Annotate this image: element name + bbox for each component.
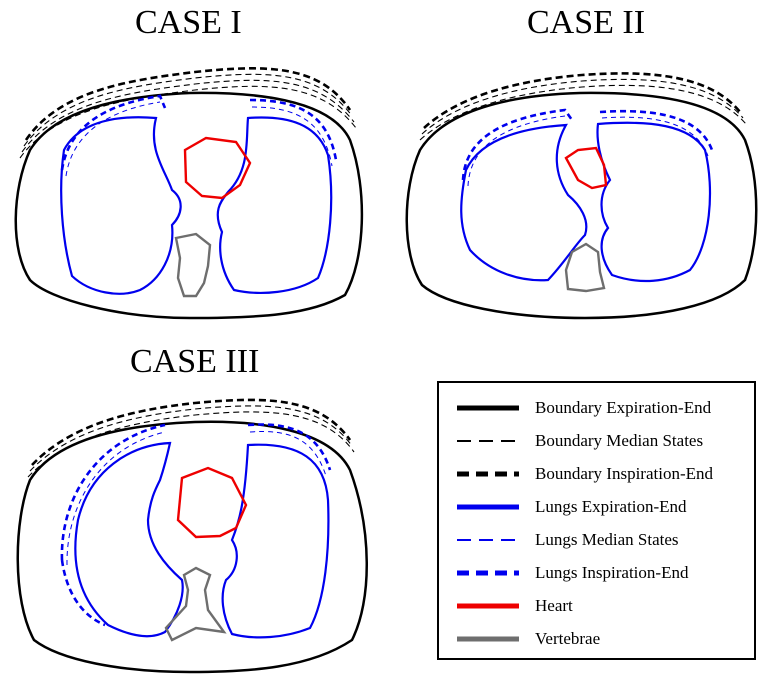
- case-2-boundary-median-1: [422, 79, 743, 134]
- legend-label: Lungs Expiration-End: [535, 497, 687, 517]
- case-3-boundary-median-1: [30, 406, 352, 471]
- legend-label: Lungs Inspiration-End: [535, 563, 688, 583]
- case-2-lung-left: [461, 125, 586, 280]
- case-2-heart: [566, 148, 606, 188]
- legend-label: Boundary Median States: [535, 431, 703, 451]
- case-1-lung-right-median: [252, 107, 332, 166]
- case-1-lung-right: [218, 117, 331, 292]
- case-1-boundary-expiration: [16, 93, 362, 318]
- case-3-lung-right: [223, 445, 329, 638]
- legend-item: Boundary Inspiration-End: [457, 463, 713, 485]
- legend-item: Vertebrae: [457, 628, 600, 650]
- case-2-boundary-inspiration: [424, 73, 740, 128]
- legend-item: Lungs Expiration-End: [457, 496, 687, 518]
- legend-item: Lungs Inspiration-End: [457, 562, 688, 584]
- legend-label: Boundary Inspiration-End: [535, 464, 713, 484]
- legend-swatch-boundary-expiration: [457, 403, 519, 413]
- legend-label: Vertebrae: [535, 629, 600, 649]
- legend-swatch-lungs-expiration: [457, 502, 519, 512]
- case-2-diagram: [407, 73, 757, 318]
- case-2-vertebrae: [566, 244, 604, 291]
- legend-label: Lungs Median States: [535, 530, 679, 550]
- legend-item: Boundary Median States: [457, 430, 703, 452]
- case-2-lung-right-inspiration: [600, 111, 712, 150]
- legend-label: Heart: [535, 596, 573, 616]
- case-3-lung-left-median: [67, 432, 165, 565]
- case-1-lung-right-inspiration: [250, 100, 336, 160]
- legend-swatch-boundary-median: [457, 436, 519, 446]
- legend-item: Boundary Expiration-End: [457, 397, 711, 419]
- case-3-heart: [178, 468, 246, 537]
- legend-swatch-lungs-inspiration: [457, 568, 519, 578]
- case-3-diagram: [18, 400, 367, 672]
- case-2-lung-right: [598, 123, 711, 281]
- legend-item: Lungs Median States: [457, 529, 679, 551]
- legend-swatch-boundary-inspiration: [457, 469, 519, 479]
- legend-item: Heart: [457, 595, 573, 617]
- legend: Boundary Expiration-End Boundary Median …: [437, 381, 756, 660]
- case-3-boundary-expiration: [18, 422, 367, 672]
- case-1-diagram: [16, 68, 362, 318]
- legend-label: Boundary Expiration-End: [535, 398, 711, 418]
- legend-swatch-lungs-median: [457, 535, 519, 545]
- legend-swatch-vertebrae: [457, 634, 519, 644]
- case-2-boundary-expiration: [407, 93, 757, 318]
- case-2-lung-left-inspiration: [463, 110, 572, 180]
- case-1-heart: [185, 138, 250, 198]
- case-1-lung-left: [61, 117, 180, 293]
- case-3-vertebrae: [166, 568, 224, 640]
- legend-swatch-heart: [457, 601, 519, 611]
- case-1-vertebrae: [176, 234, 210, 296]
- case-3-lung-left: [75, 443, 182, 636]
